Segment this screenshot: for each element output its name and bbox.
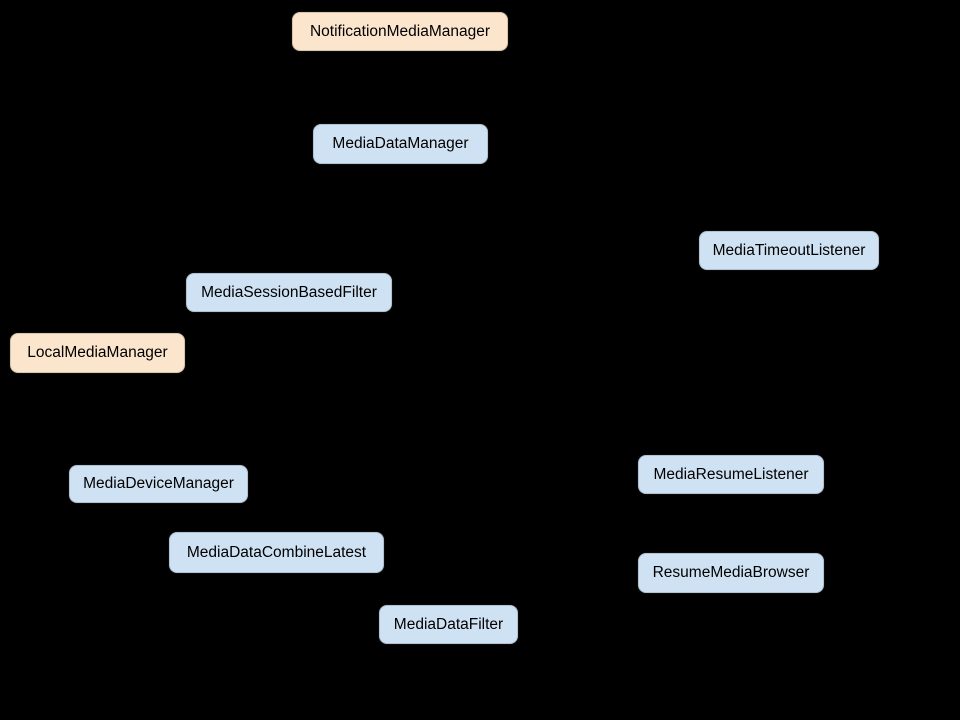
node-notification-media-manager: NotificationMediaManager <box>292 12 508 51</box>
node-media-timeout-listener: MediaTimeoutListener <box>699 231 879 270</box>
node-media-device-manager: MediaDeviceManager <box>69 465 248 503</box>
node-media-session-based-filter: MediaSessionBasedFilter <box>186 273 392 312</box>
node-media-data-filter: MediaDataFilter <box>379 605 518 644</box>
node-media-data-manager: MediaDataManager <box>313 124 488 164</box>
node-media-data-combine-latest: MediaDataCombineLatest <box>169 532 384 573</box>
node-local-media-manager: LocalMediaManager <box>10 333 185 373</box>
node-media-resume-listener: MediaResumeListener <box>638 455 824 494</box>
node-resume-media-browser: ResumeMediaBrowser <box>638 553 824 593</box>
